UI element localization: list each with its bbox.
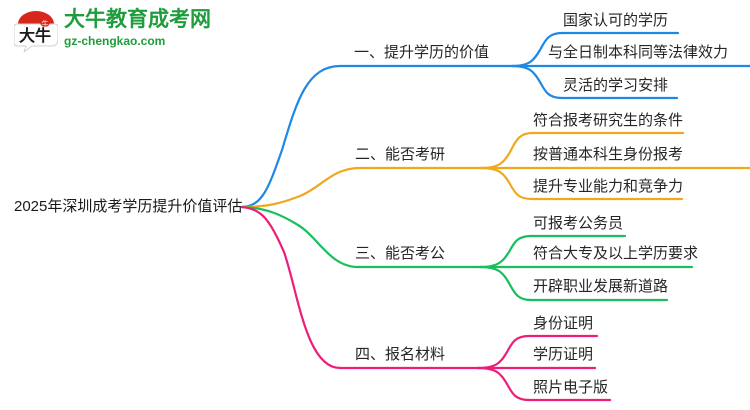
svg-text:大牛: 大牛 [19,26,51,45]
logo-mark-icon: 牛 大牛 [14,11,58,52]
leaf-label-4-2[interactable]: 学历证明 [533,346,594,363]
branch-label-1[interactable]: 一、提升学历的价值 [354,44,490,61]
logo-text-block: 大牛教育成考网 gz-chengkao.com [64,8,211,49]
leaf-label-1-3[interactable]: 灵活的学习安排 [563,77,669,94]
leaf-label-4-1[interactable]: 身份证明 [533,315,594,332]
branch-3-wires [240,205,694,302]
leaf-label-3-1[interactable]: 可报考公务员 [533,215,624,232]
leaf-label-3-2[interactable]: 符合大专及以上学历要求 [533,245,699,262]
branch-2-wires [240,131,750,209]
branch-4-wires [240,205,612,402]
leaf-label-3-3[interactable]: 开辟职业发展新道路 [533,278,669,295]
branch-1-wires [240,31,750,209]
logo-brand-cn: 大牛教育成考网 [64,8,211,31]
branch-label-4[interactable]: 四、报名材料 [355,346,446,363]
leaf-label-2-2[interactable]: 按普通本科生身份报考 [533,146,684,163]
leaf-label-1-2[interactable]: 与全日制本科同等法律效力 [548,44,729,61]
leaf-label-4-3[interactable]: 照片电子版 [533,379,609,396]
leaf-label-2-3[interactable]: 提升专业能力和竞争力 [533,178,684,195]
logo-brand-en: gz-chengkao.com [64,34,166,48]
mindmap-root-label: 2025年深圳成考学历提升价值评估 [14,198,243,215]
svg-text:牛: 牛 [42,19,49,28]
site-logo: 牛 大牛 大牛教育成考网 gz-chengkao.com [14,8,211,54]
branch-label-3[interactable]: 三、能否考公 [355,245,446,262]
leaf-label-2-1[interactable]: 符合报考研究生的条件 [533,112,684,129]
branch-label-2[interactable]: 二、能否考研 [355,146,446,163]
leaf-label-1-1[interactable]: 国家认可的学历 [563,12,669,29]
